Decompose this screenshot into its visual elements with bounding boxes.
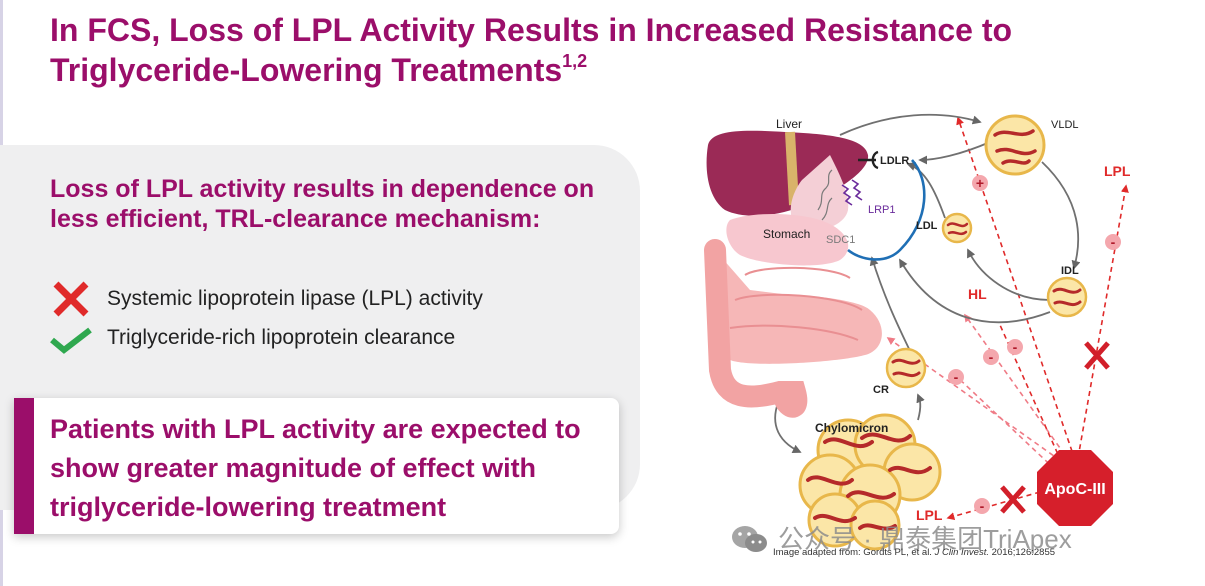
lipoprotein-metabolism-diagram: + - - - - - ApoC-III Liver Stomach LDLR … xyxy=(704,113,1131,551)
svg-text:-: - xyxy=(954,369,959,385)
image-citation: Image adapted from: Gordts PL, et al. J … xyxy=(773,547,1055,558)
minus-badge: - xyxy=(974,498,990,514)
particle-cr xyxy=(885,347,927,389)
stomach-illustration xyxy=(726,214,849,266)
vldl-label: VLDL xyxy=(1051,119,1079,131)
title-text: In FCS, Loss of LPL Activity Results in … xyxy=(50,12,1013,88)
modulator-badges: + - - - - - xyxy=(948,175,1121,514)
red-x-icon xyxy=(53,281,89,317)
svg-text:-: - xyxy=(989,349,994,365)
apoc3-label: ApoC-III xyxy=(1044,481,1105,498)
hepatic-receptors xyxy=(817,150,926,261)
blocked-x-marks xyxy=(1000,341,1110,514)
citation-journal: J Clin Invest. xyxy=(934,547,989,558)
watermark-text: 公众号 · 鼎泰集团TriApex xyxy=(778,524,1072,555)
slide-title: In FCS, Loss of LPL Activity Results in … xyxy=(50,10,1170,90)
callout-box: Patients with LPL activity are expected … xyxy=(14,398,619,534)
title-superscript: 1,2 xyxy=(562,51,588,71)
lipoprotein-pathway-arrows xyxy=(774,113,1081,453)
stomach-label: Stomach xyxy=(763,227,810,241)
particle-vldl xyxy=(984,114,1046,176)
x-mark xyxy=(1000,485,1026,514)
hl-label: HL xyxy=(968,286,987,302)
panel-heading: Loss of LPL activity results in dependen… xyxy=(50,175,595,233)
lpl-top-label: LPL xyxy=(1104,163,1131,179)
item-text: Triglyceride-rich lipoprotein clearance xyxy=(107,326,456,349)
diagram-labels: Liver Stomach LDLR LRP1 SDC1 VLDL LDL ID… xyxy=(763,117,1131,523)
particle-idl xyxy=(1046,276,1088,318)
intestine-illustration xyxy=(704,239,882,418)
particle-chylomicron-cluster xyxy=(798,413,942,551)
lpl-bottom-label: LPL xyxy=(916,507,943,523)
plus-badge: + xyxy=(972,175,988,191)
watermark: 公众号 · 鼎泰集团TriApex xyxy=(730,520,1072,554)
chylomicron-label: Chylomicron xyxy=(815,421,888,435)
svg-text:-: - xyxy=(1013,339,1018,355)
idl-label: IDL xyxy=(1061,265,1079,277)
lrp1-label: LRP1 xyxy=(868,204,896,216)
list-item-trl-clearance: Triglyceride-rich lipoprotein clearance xyxy=(50,320,610,356)
svg-text:-: - xyxy=(1111,234,1116,250)
svg-text:+: + xyxy=(976,175,984,191)
liver-label: Liver xyxy=(776,117,802,131)
ldlr-label: LDLR xyxy=(880,155,909,167)
ldl-label: LDL xyxy=(916,220,938,232)
cr-label: CR xyxy=(873,384,889,396)
callout-text: Patients with LPL activity are expected … xyxy=(50,414,581,522)
item-text: Systemic lipoprotein lipase (LPL) activi… xyxy=(107,287,483,310)
minus-badge: - xyxy=(1007,339,1023,355)
x-mark xyxy=(1084,341,1110,370)
liver-illustration xyxy=(706,130,869,231)
apoc3-stop-sign: ApoC-III xyxy=(1037,450,1113,526)
green-check-icon xyxy=(50,327,92,354)
svg-text:-: - xyxy=(980,498,985,514)
minus-badge: - xyxy=(1105,234,1121,250)
sdc1-label: SDC1 xyxy=(826,234,855,246)
wechat-icon xyxy=(732,526,767,553)
callout-accent-bar xyxy=(14,398,34,534)
minus-badge: - xyxy=(983,349,999,365)
citation-suffix: 2016;126:2855 xyxy=(988,547,1056,558)
minus-badge: - xyxy=(948,369,964,385)
citation-prefix: Image adapted from: Gordts PL, et al. xyxy=(773,547,935,558)
particle-ldl xyxy=(941,212,973,244)
list-item-lpl-activity: Systemic lipoprotein lipase (LPL) activi… xyxy=(50,281,610,317)
